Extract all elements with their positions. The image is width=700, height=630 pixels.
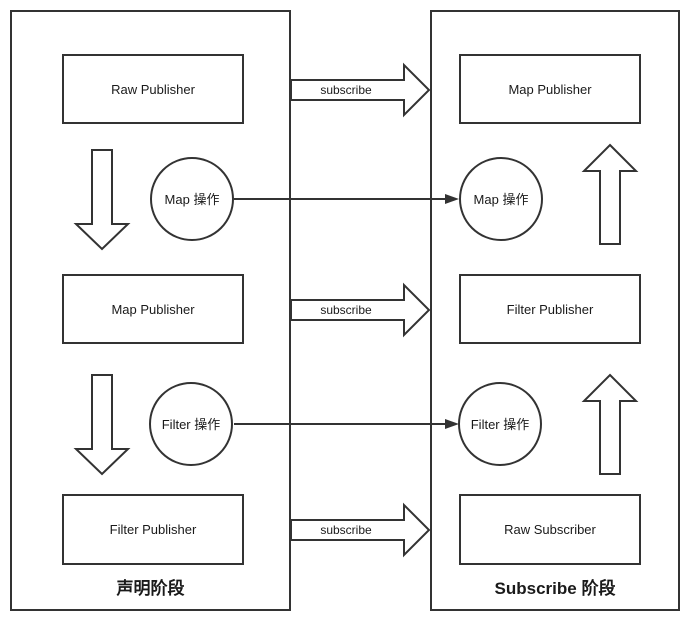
map-operator-left-circle: Map 操作 xyxy=(150,157,234,241)
down-arrow-icon xyxy=(73,374,131,476)
filter-operator-left-circle: Filter 操作 xyxy=(149,382,233,466)
subscribe-arrow-label: subscribe xyxy=(320,523,372,537)
filter-operator-right-label: Filter 操作 xyxy=(470,416,530,432)
subscribe-arrow-icon xyxy=(290,282,431,338)
filter-publisher-left-box: Filter Publisher xyxy=(62,494,244,565)
raw-publisher-box: Raw Publisher xyxy=(62,54,244,124)
up-arrow-icon xyxy=(581,373,639,475)
filter-operator-right-circle: Filter 操作 xyxy=(458,382,542,466)
raw-subscriber-label: Raw Subscriber xyxy=(504,522,596,537)
operator-link-arrow-icon xyxy=(234,419,459,429)
up-arrow-icon xyxy=(581,143,639,245)
map-publisher-left-label: Map Publisher xyxy=(111,301,195,317)
subscribe-arrow-icon xyxy=(290,62,431,118)
filter-publisher-right-box: Filter Publisher xyxy=(459,274,641,344)
subscribe-stage-title: Subscribe 阶段 xyxy=(494,579,616,598)
subscribe-arrow-label: subscribe xyxy=(320,303,372,317)
raw-subscriber-box: Raw Subscriber xyxy=(459,494,641,565)
raw-publisher-label: Raw Publisher xyxy=(111,81,195,97)
map-publisher-left-box: Map Publisher xyxy=(62,274,244,344)
filter-publisher-right-label: Filter Publisher xyxy=(506,301,594,317)
map-operator-left-label: Map 操作 xyxy=(164,191,220,207)
subscribe-arrow-icon xyxy=(290,502,431,558)
operator-link-arrow-icon xyxy=(234,194,459,204)
filter-operator-left-label: Filter 操作 xyxy=(161,416,221,432)
subscribe-arrow-label: subscribe xyxy=(320,83,372,97)
filter-publisher-left-label: Filter Publisher xyxy=(109,522,197,537)
down-arrow-icon xyxy=(73,149,131,251)
subscribe-stage-container xyxy=(430,10,680,611)
map-publisher-right-label: Map Publisher xyxy=(508,81,592,97)
map-operator-right-circle: Map 操作 xyxy=(459,157,543,241)
map-publisher-right-box: Map Publisher xyxy=(459,54,641,124)
map-operator-right-label: Map 操作 xyxy=(473,191,529,207)
declare-stage-title: 声明阶段 xyxy=(116,579,185,598)
